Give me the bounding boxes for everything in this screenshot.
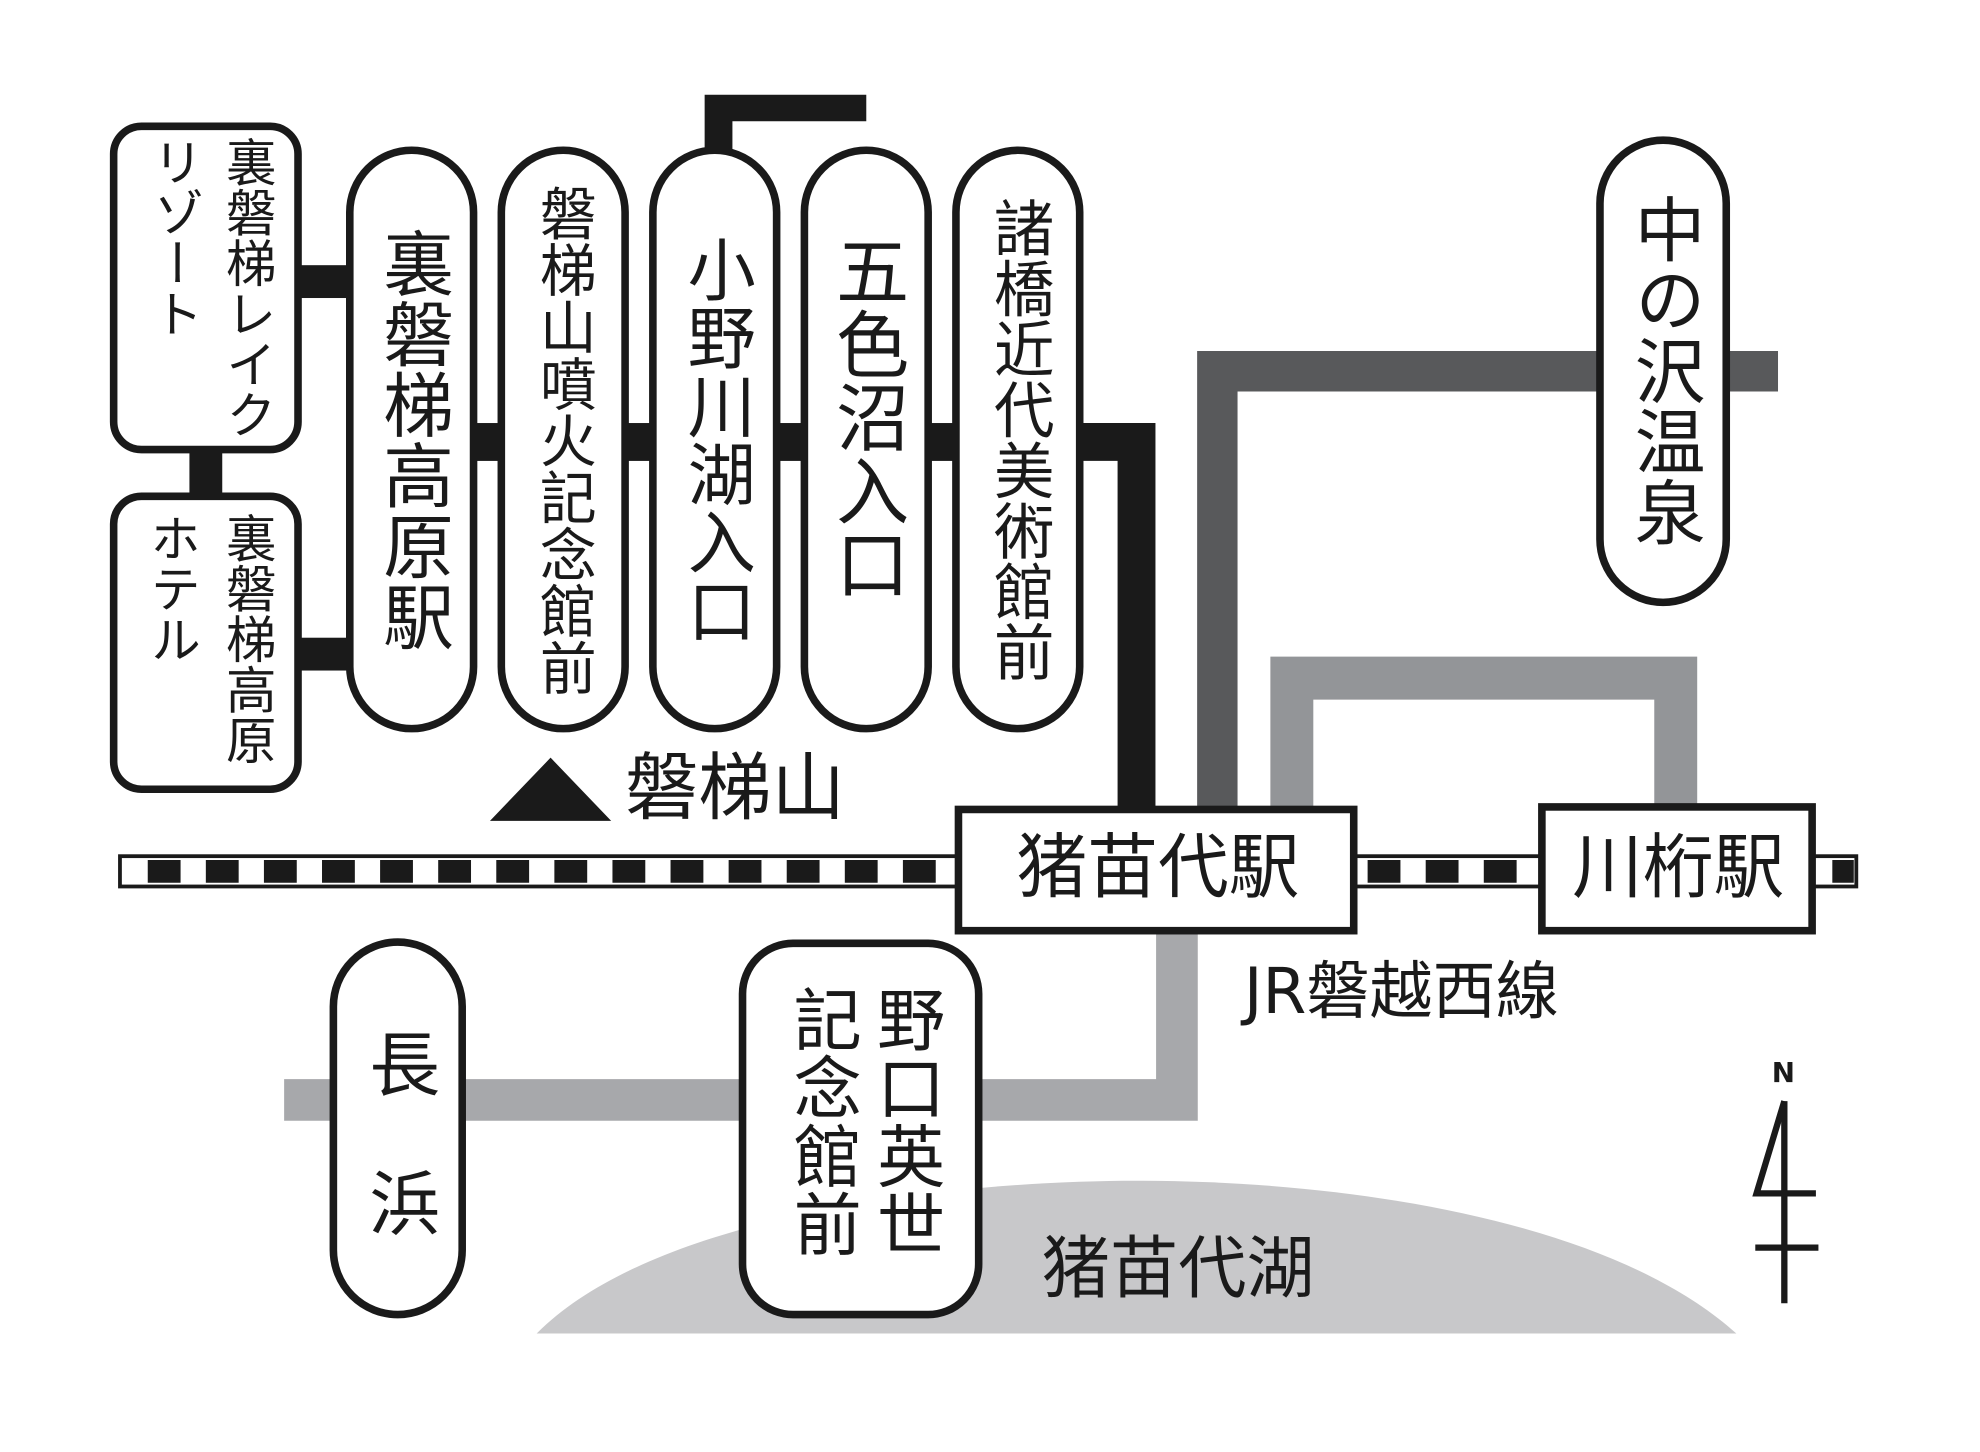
stop-pill-urabandai-kogen-eki [346,146,478,733]
stop-label-nagahama-2: 浜 [357,1166,440,1238]
stop-box-noguchi [738,939,983,1319]
stop-label-goshikinuma: 五色沼入口 [823,233,910,600]
bus-route-mid-gray-loop [1270,656,1698,809]
bus-route-light-gray [284,931,1198,1121]
stop-label-morohashi-museum: 諸橋近代美術館前 [982,196,1054,682]
stop-box-kogen-hotel [109,492,302,794]
stop-box-lake-resort [109,122,302,454]
stop-label-noguchi-1: 野口英世 [865,984,945,1258]
stop-label-onogawako: 小野川湖入口 [675,234,756,645]
bus-route-dark-gray [1197,351,1779,809]
stop-pill-nagahama [329,938,466,1319]
lake-label: 猪苗代湖 [1041,1228,1315,1309]
stop-label-eruption-museum: 磐梯山噴火記念館前 [529,183,597,696]
stop-label-nakanosawa-onsen: 中の沢温泉 [1622,193,1705,547]
stop-label-lake-resort-2: リゾート [143,136,203,339]
compass-north-label: N [1771,1058,1795,1090]
station-box-inawashiro [954,805,1358,935]
stop-label-nagahama-1: 長 [357,1027,440,1099]
stop-label-urabandai-kogen-eki: 裏磐梯高原駅 [371,227,454,652]
mountain-label: 磐梯山 [625,745,845,831]
stop-label-lake-resort-1: 裏磐梯レイク [217,136,276,440]
station-box-kawageta [1538,803,1816,935]
stop-label-kogen-hotel-2: ホテル [141,512,200,665]
stop-label-kogen-hotel-1: 裏磐梯高原 [217,512,276,766]
stop-pill-nakanosawa [1596,136,1731,607]
station-label-inawashiro: 猪苗代駅 [1016,827,1300,910]
railway-line-label: JR磐越西線 [1243,954,1559,1028]
stop-pill-morohashi [952,146,1084,733]
station-label-kawageta: 川桁駅 [1572,827,1785,910]
triangle-mountain-icon [489,757,612,821]
north-arrow-icon [1752,1100,1819,1304]
stop-pill-eruption-museum [497,146,629,733]
stop-pill-goshikinuma [800,146,932,733]
stop-label-noguchi-2: 記念館前 [781,984,862,1258]
stop-pill-onogawako [649,146,781,733]
